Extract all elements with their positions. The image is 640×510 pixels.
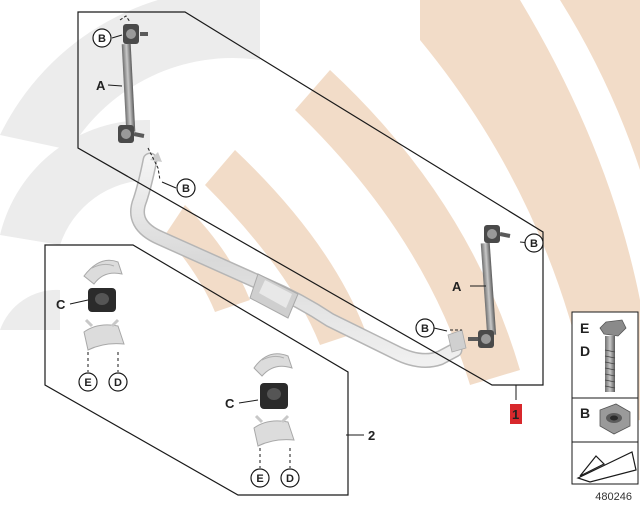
bracket-outline — [44, 244, 349, 496]
bracket-set-left — [83, 259, 125, 351]
watermark-logo — [0, 0, 640, 430]
label-part-1: 1 — [512, 407, 519, 422]
callout-b-top-left: B — [98, 33, 106, 45]
callout-e-left: E — [84, 377, 91, 389]
leader-lines — [69, 34, 531, 436]
arrow-wedge-icon — [576, 451, 637, 483]
panel-label-b: B — [580, 405, 590, 421]
callout-d-right: D — [286, 473, 294, 485]
panel-label-e: E — [580, 320, 589, 336]
bracket-set-right — [253, 353, 295, 447]
figure-number: 480246 — [595, 491, 632, 503]
stabilizer-link-left — [118, 24, 148, 143]
kit-outline — [77, 11, 544, 386]
label-c-right: C — [225, 396, 235, 411]
label-a-left: A — [96, 78, 106, 93]
callout-circles — [78, 28, 544, 488]
stabilizer-link-right — [468, 225, 511, 348]
callout-d-left: D — [114, 377, 122, 389]
stabilizer-bar — [130, 152, 467, 368]
kit-number-highlight — [510, 404, 522, 424]
label-part-2: 2 — [368, 428, 375, 443]
hardware-panel — [571, 311, 639, 485]
callout-b-top-right: B — [530, 238, 538, 250]
nut-icon — [599, 403, 631, 435]
bolt-icon — [599, 319, 627, 392]
callout-b-bottom-right: B — [421, 323, 429, 335]
panel-label-d: D — [580, 343, 590, 359]
label-a-right: A — [452, 279, 462, 294]
callout-b-mid-left: B — [182, 183, 190, 195]
callout-e-right: E — [256, 473, 263, 485]
label-c-left: C — [56, 297, 66, 312]
